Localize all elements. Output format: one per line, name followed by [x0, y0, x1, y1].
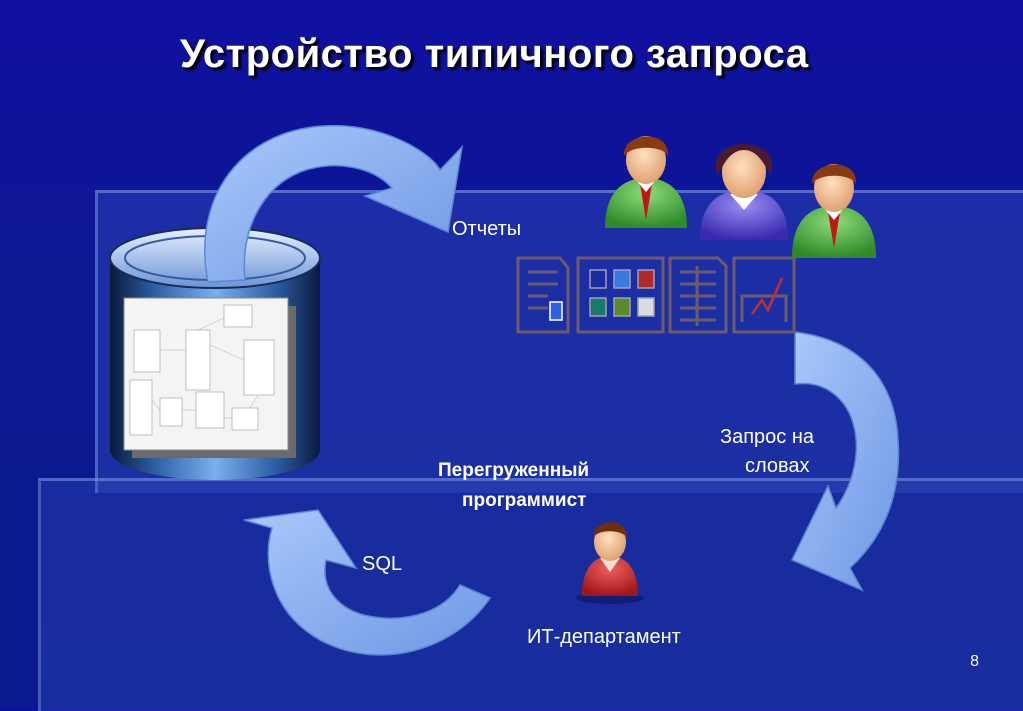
user-icon	[700, 144, 788, 240]
verbal-request-label-line2: словах	[745, 455, 810, 477]
color-grid-report-icon	[576, 256, 665, 334]
schema-diagram	[123, 297, 296, 458]
curved-arrow	[204, 124, 464, 283]
user-icon	[605, 136, 687, 228]
reports-label: Отчеты	[452, 218, 522, 240]
curved-arrow	[790, 331, 900, 592]
it-department-label: ИТ-департамент	[527, 626, 681, 648]
slide-title: Устройство типичного запроса	[180, 32, 809, 76]
chart-report-icon	[732, 256, 796, 334]
document-report-icon	[516, 256, 570, 334]
curved-arrow	[243, 509, 492, 656]
programmer-icon	[576, 522, 644, 604]
overloaded-programmer-label-line1: Перегруженный	[438, 460, 590, 481]
overloaded-programmer-label-line2: программист	[462, 490, 587, 511]
user-icon	[792, 164, 876, 258]
page-number: 8	[970, 653, 979, 670]
table-report-icon	[668, 256, 728, 334]
sql-label: SQL	[362, 553, 403, 575]
user-group-icon	[605, 136, 876, 258]
report-icons	[516, 256, 796, 334]
verbal-request-label-line1: Запрос на	[720, 426, 815, 448]
